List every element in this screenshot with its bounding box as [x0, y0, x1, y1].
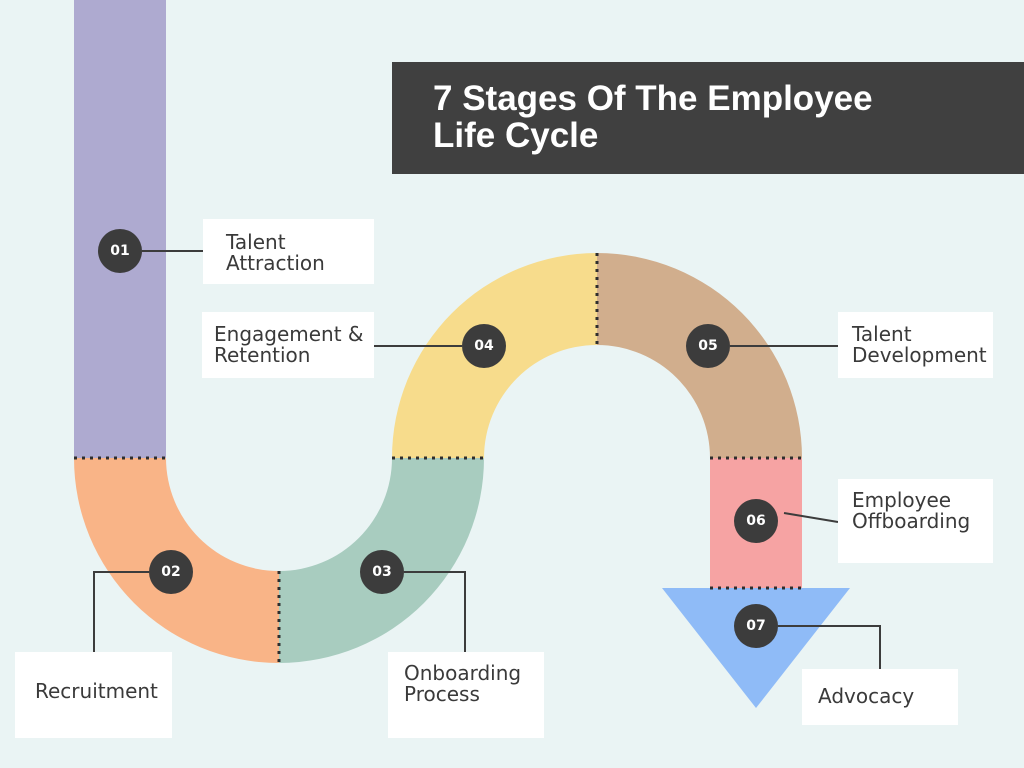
- stage-03-label: Onboarding Process: [388, 652, 544, 738]
- stage-04-label: Engagement & Retention: [202, 312, 374, 378]
- stage-02-label: Recruitment: [15, 652, 172, 738]
- stage-02-badge: 02: [149, 550, 193, 594]
- stage-01-label: Talent Attraction: [203, 219, 374, 284]
- stage-06-label: Employee Offboarding: [838, 479, 993, 563]
- stage-05-badge: 05: [686, 324, 730, 368]
- stage-04-badge: 04: [462, 324, 506, 368]
- stage-07-label: Advocacy: [802, 669, 958, 725]
- title-banner: 7 Stages Of The Employee Life Cycle: [392, 62, 1024, 174]
- page-title: 7 Stages Of The Employee Life Cycle: [433, 79, 873, 155]
- stage-07-badge: 07: [734, 604, 778, 648]
- stage-06-badge: 06: [734, 499, 778, 543]
- stage-01-badge: 01: [98, 229, 142, 273]
- stage-05-label: Talent Development: [838, 312, 993, 378]
- stage-03-badge: 03: [360, 550, 404, 594]
- stage-07-arrowhead: [662, 588, 850, 708]
- connector-lines: [93, 250, 881, 669]
